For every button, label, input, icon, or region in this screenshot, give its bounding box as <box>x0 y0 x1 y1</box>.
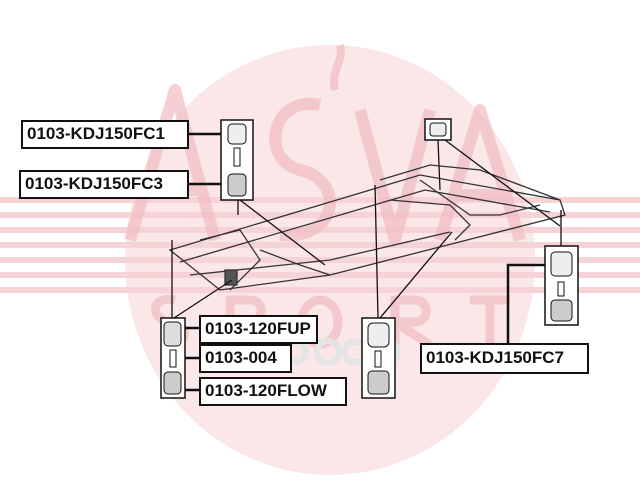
label-120flow: 0103-120FLOW <box>199 377 347 406</box>
watermark-logo <box>0 43 640 475</box>
part-group-fc7 <box>544 245 579 326</box>
label-kdj150fc3: 0103-KDJ150FC3 <box>19 170 189 199</box>
part-group-120f <box>160 317 186 399</box>
vehicle-frame <box>168 164 566 291</box>
label-120fup: 0103-120FUP <box>199 315 318 344</box>
label-kdj150fc7: 0103-KDJ150FC7 <box>420 343 589 374</box>
part-group-fc1-fc3 <box>220 119 254 201</box>
leader-lines <box>171 132 562 392</box>
label-004: 0103-004 <box>199 344 292 373</box>
part-group-top-bushing <box>424 118 452 141</box>
label-kdj150fc1: 0103-KDJ150FC1 <box>21 120 189 149</box>
part-group-middle <box>361 317 396 399</box>
